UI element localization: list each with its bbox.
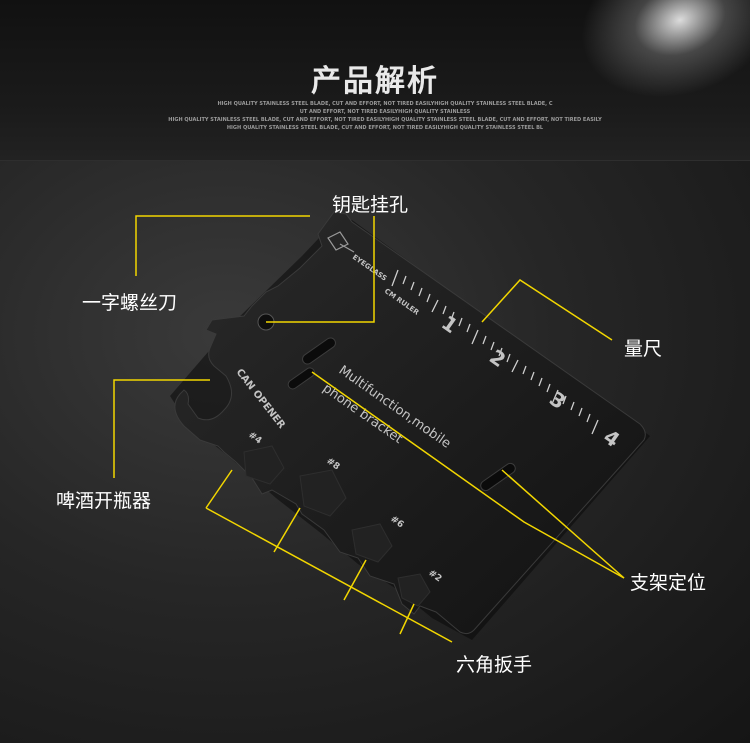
stand-slot-3 [480,462,516,492]
hex-notch-2 [397,573,431,607]
hex-notch-4 [243,445,285,485]
page-title: 产品解析 [311,64,439,99]
callout-line-stand-1 [311,371,625,579]
callout-stand-slot: 支架定位 [630,572,707,594]
header-subtext-1: HIGH QUALITY STAINLESS STEEL BLADE, CUT … [217,101,553,107]
card-body [174,211,646,635]
screwdriver-engraving [327,231,355,253]
callout-line-bottle [113,379,210,478]
callout-screwdriver: 一字螺丝刀 [82,292,178,314]
callout-line-keyhole [266,216,375,323]
callout-hex-wrench: 六角扳手 [456,654,533,676]
callout-line-screwdriver [135,215,310,276]
callout-ruler: 量尺 [624,338,663,360]
stand-slot-2 [287,367,315,390]
header-banner: 产品解析 HIGH QUALITY STAINLESS STEEL BLADE,… [0,0,750,161]
ruler-ticks [391,269,599,435]
hex-notch-8 [299,469,347,517]
header-subtext-2: UT AND EFFORT, NOT TIRED EASILYHIGH QUAL… [299,109,471,115]
callout-key-hole: 钥匙挂孔 [332,194,409,216]
callout-line-stand-2 [501,469,625,579]
hex-notch-6 [351,523,393,563]
header-subtext-4: HIGH QUALITY STAINLESS STEEL BLADE, CUT … [226,125,544,131]
callout-lines [113,215,625,643]
callout-line-ruler [481,279,613,341]
callout-line-hex [205,469,453,643]
callout-bottle-opener: 啤酒开瓶器 [56,490,152,512]
stand-slot-1 [302,337,336,365]
header-subtext-3: HIGH QUALITY STAINLESS STEEL BLADE, CUT … [168,117,602,123]
